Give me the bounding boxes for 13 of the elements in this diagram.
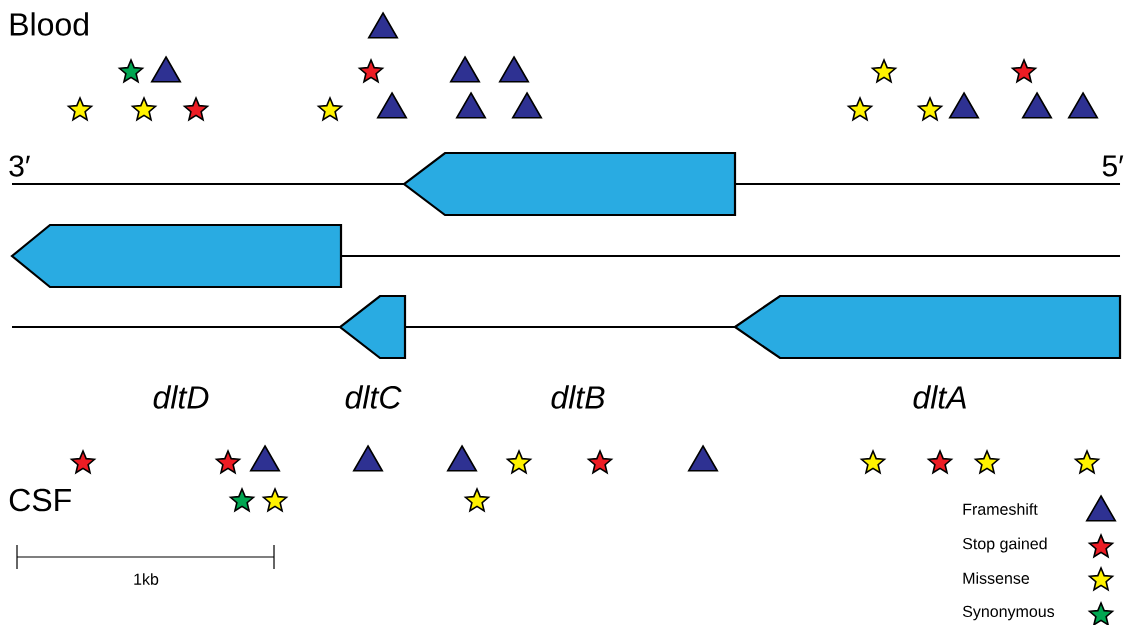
legend-label: Stop gained bbox=[962, 537, 1047, 553]
text-label: Blood bbox=[10, 12, 88, 36]
gene-name: dltB bbox=[551, 385, 605, 409]
gene-name: dltC bbox=[345, 385, 402, 409]
legend-label: Frameshift bbox=[963, 503, 1038, 515]
gene-name: dltD bbox=[153, 385, 209, 409]
legend-label: Missense bbox=[963, 572, 1030, 584]
legend-label: Synonymous bbox=[962, 605, 1055, 621]
text-label: 1kb bbox=[134, 573, 159, 585]
text-label: 5′ bbox=[1102, 155, 1124, 177]
gene-name: dltA bbox=[913, 385, 966, 409]
text-label: CSF bbox=[9, 488, 71, 512]
text-label: 3′ bbox=[9, 155, 30, 177]
